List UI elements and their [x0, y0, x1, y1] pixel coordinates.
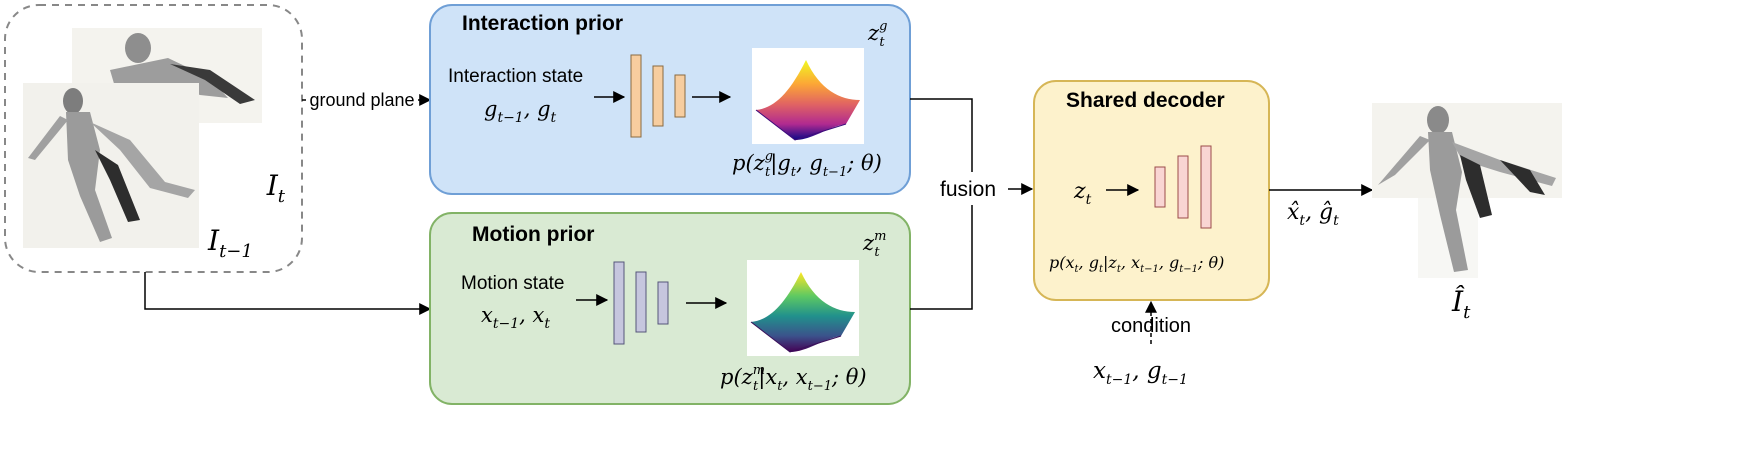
- interaction-to-fusion-line: [910, 98, 973, 172]
- shared-decoder-title: Shared decoder: [1066, 89, 1225, 112]
- interaction-encoder-layer-3: [674, 74, 686, 118]
- condition-vars: xt−1, gt−1: [1093, 358, 1188, 388]
- decoder-distribution: p(xt, gt|zt, xt−1, gt−1; θ): [1049, 253, 1224, 275]
- input-images-group: [4, 4, 303, 273]
- fusion-label: fusion: [940, 178, 996, 201]
- decoder-layer-3: [1200, 145, 1212, 229]
- motion-input-arrow: [144, 272, 432, 315]
- motion-gaussian-plot: [747, 260, 859, 356]
- motion-state-label: Motion state: [461, 273, 565, 294]
- condition-label: condition: [1111, 315, 1191, 337]
- motion-encoder-layer-1: [613, 261, 625, 345]
- interaction-gaussian-plot: [752, 48, 864, 144]
- interaction-state-label: Interaction state: [448, 66, 583, 87]
- interaction-prior-title: Interaction prior: [462, 12, 623, 35]
- interaction-state-vars: gt−1, gt: [484, 97, 557, 126]
- motion-state-vars: xt−1, xt: [481, 303, 550, 332]
- motion-encoder-layer-3: [657, 281, 669, 325]
- label-current-frame: It: [266, 169, 286, 207]
- decoder-layer-1: [1154, 166, 1166, 208]
- motion-prior-title: Motion prior: [472, 223, 594, 246]
- label-previous-frame: It−1: [207, 224, 253, 262]
- decoder-input-label: zt: [1073, 179, 1092, 208]
- motion-encoder-layer-2: [635, 271, 647, 333]
- output-image-label: Ît: [1451, 285, 1471, 323]
- output-frame-image: [1372, 103, 1562, 278]
- ground-plane-label: ground plane: [309, 90, 414, 110]
- decoder-layer-2: [1177, 155, 1189, 219]
- ground-plane-label-bg: [306, 88, 418, 112]
- interaction-encoder-layer-1: [630, 54, 642, 138]
- frame-image-previous: [23, 83, 199, 248]
- output-vars: x̂t, ĝt: [1287, 200, 1339, 229]
- motion-to-fusion-line: [910, 205, 973, 310]
- interaction-encoder-layer-2: [652, 65, 664, 127]
